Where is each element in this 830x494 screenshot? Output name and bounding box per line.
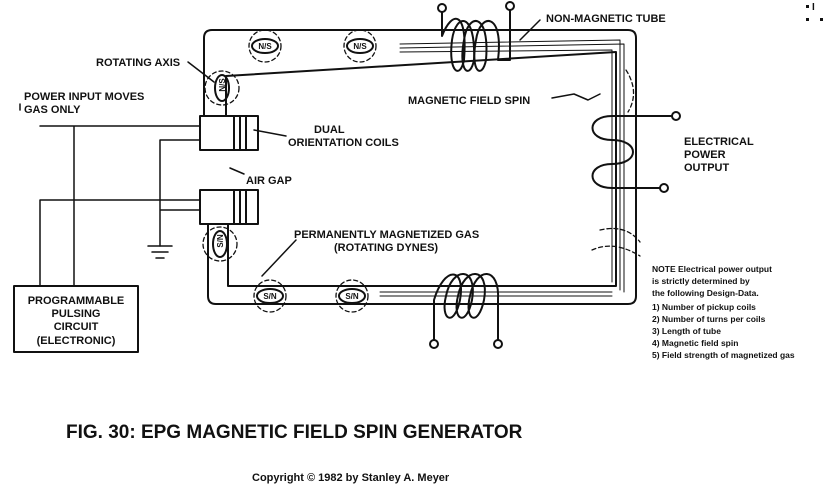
note-line: is strictly determined by <box>652 276 750 286</box>
label-power-input: POWER INPUT MOVES <box>24 91 144 103</box>
wire-input <box>19 103 201 291</box>
label-pulsing-circuit: CIRCUIT <box>54 321 99 333</box>
label-electrical-output: OUTPUT <box>684 162 730 174</box>
label-magnetic-field-spin: MAGNETIC FIELD SPIN <box>408 95 530 107</box>
dual-coil-upper <box>199 115 259 151</box>
note-item: 3) Length of tube <box>652 326 721 336</box>
leader-non-magnetic-tube <box>519 19 541 41</box>
pickup-coil-top <box>441 9 511 72</box>
tube-inner <box>225 51 617 287</box>
label-pulsing-circuit: PULSING <box>52 308 101 320</box>
note-item: 5) Field strength of magnetized gas <box>652 350 795 360</box>
dyne-ring-bottom-a <box>253 279 287 313</box>
field-arc-right-lower <box>591 227 641 257</box>
label-magnetized-gas: PERMANENTLY MAGNETIZED GAS <box>294 229 479 241</box>
label-air-gap: AIR GAP <box>246 175 292 187</box>
ground-symbol <box>147 245 173 259</box>
note-item: 4) Magnetic field spin <box>652 338 738 348</box>
note-line: NOTE Electrical power output <box>652 264 772 274</box>
field-lines-bottom <box>379 291 613 297</box>
pickup-coil-bottom <box>433 273 500 341</box>
dyne-label: S/N <box>216 234 225 248</box>
note-line: the following Design-Data. <box>652 288 759 298</box>
leader-air-gap <box>229 167 245 175</box>
label-pulsing-circuit: (ELECTRONIC) <box>37 335 116 347</box>
leader-dual-coils <box>253 129 287 137</box>
pulsing-circuit-box <box>13 285 139 353</box>
note-item: 1) Number of pickup coils <box>652 302 756 312</box>
dual-coil-lower <box>199 189 259 225</box>
leader-magnetized-gas <box>261 239 297 277</box>
label-pulsing-circuit: PROGRAMMABLE <box>28 295 125 307</box>
dyne-label: N/S <box>353 42 367 51</box>
leader-magnetic-field-spin <box>551 93 601 101</box>
corner-mark: I <box>812 2 815 13</box>
dyne-ring-left-upper <box>204 70 240 106</box>
leader-rotating-axis <box>187 61 215 83</box>
label-power-input: GAS ONLY <box>24 104 81 116</box>
label-electrical-output: ELECTRICAL <box>684 136 754 148</box>
dyne-label: N/S <box>258 42 272 51</box>
note-item: 2) Number of turns per coils <box>652 314 766 324</box>
label-rotating-axis: ROTATING AXIS <box>96 57 180 69</box>
dyne-ring-left-lower <box>202 226 238 262</box>
figure-caption: FIG. 30: EPG MAGNETIC FIELD SPIN GENERAT… <box>66 422 523 443</box>
dyne-label: S/N <box>345 292 359 301</box>
tube-outer <box>203 29 637 305</box>
dyne-ring-top-a <box>248 29 282 63</box>
corner-dots <box>806 5 823 21</box>
label-non-magnetic-tube: NON-MAGNETIC TUBE <box>546 13 666 25</box>
dyne-label: S/N <box>263 292 277 301</box>
field-lines <box>399 39 625 293</box>
copyright: Copyright © 1982 by Stanley A. Meyer <box>252 472 450 484</box>
pickup-coil-right <box>591 115 673 189</box>
dyne-ring-bottom-b <box>335 279 369 313</box>
label-electrical-output: POWER <box>684 149 726 161</box>
dyne-label: N/S <box>218 78 227 92</box>
label-dual-coils: DUAL <box>314 124 345 136</box>
label-magnetized-gas: (ROTATING DYNES) <box>334 242 438 254</box>
dyne-ring-top-b <box>343 29 377 63</box>
label-dual-coils: ORIENTATION COILS <box>288 137 399 149</box>
field-arc-right-upper <box>625 69 635 113</box>
